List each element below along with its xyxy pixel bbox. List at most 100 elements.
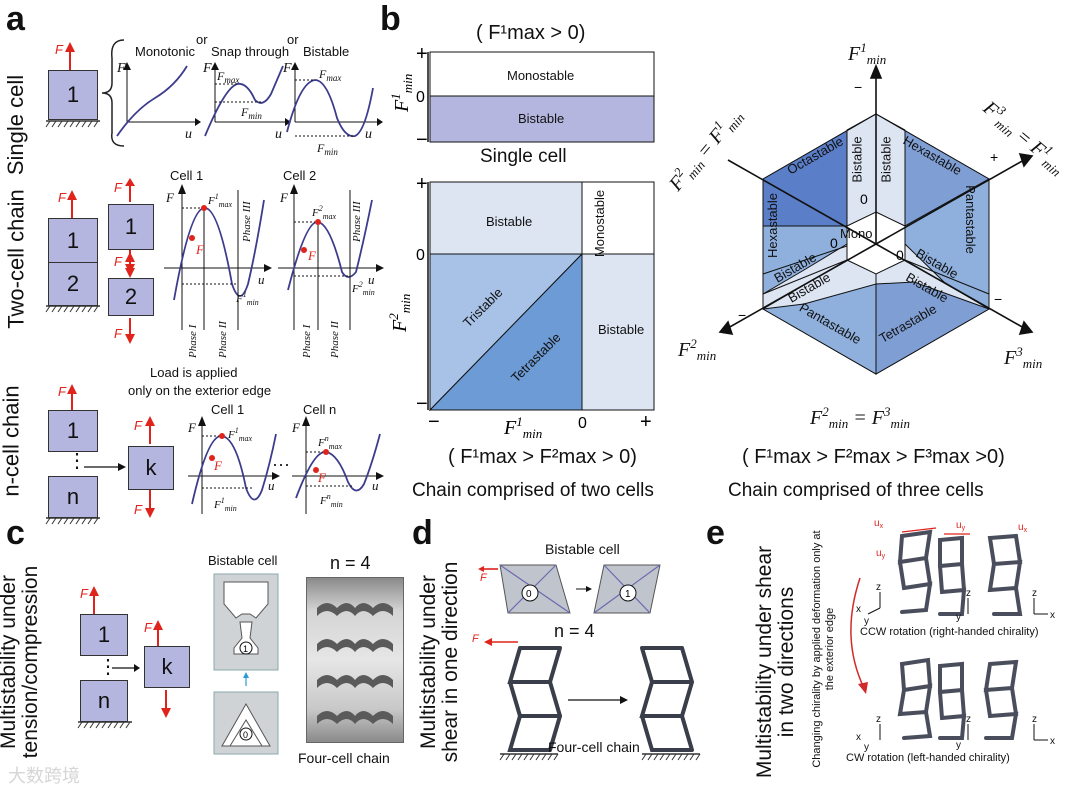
svg-text:ux: ux xyxy=(874,518,884,530)
n-celln-title: Cell n xyxy=(303,402,337,417)
svg-text:x: x xyxy=(856,732,861,743)
c-cell-n: n xyxy=(80,680,128,722)
svg-text:F: F xyxy=(187,420,197,435)
svg-text:Phase II: Phase II xyxy=(217,320,229,359)
svg-text:0: 0 xyxy=(416,247,425,264)
svg-text:−: − xyxy=(738,307,746,323)
svg-text:F1min: F1min xyxy=(235,290,259,307)
svg-text:Phase I: Phase I xyxy=(187,323,199,359)
svg-text:u: u xyxy=(368,272,375,287)
svg-text:F: F xyxy=(134,502,143,517)
svg-text:F3min: F3min xyxy=(1003,344,1042,371)
svg-text:0: 0 xyxy=(243,730,248,740)
three-cell-hexagon: − + − − 0 0 0 F1min F3min F2min F2min = … xyxy=(662,40,1071,431)
three-mono: Mono xyxy=(840,226,873,241)
svg-text:+: + xyxy=(990,149,998,165)
svg-text:F: F xyxy=(80,586,89,601)
svg-text:−: − xyxy=(854,79,862,95)
n-ellipsis: ··· xyxy=(272,454,290,474)
c-ground xyxy=(77,721,132,729)
c-arrow-right xyxy=(112,664,140,672)
svg-text:F: F xyxy=(58,190,67,205)
svg-text:F: F xyxy=(480,572,488,584)
svg-text:z: z xyxy=(1032,714,1037,725)
svg-text:x: x xyxy=(1050,736,1055,747)
svg-text:z: z xyxy=(1032,588,1037,599)
c-bistable-title: Bistable cell xyxy=(208,553,278,568)
svg-text:0: 0 xyxy=(830,235,838,251)
svg-text:0: 0 xyxy=(526,589,532,600)
svg-text:u: u xyxy=(268,478,275,493)
svg-text:u: u xyxy=(258,272,265,287)
svg-text:F1max: F1max xyxy=(207,192,233,209)
svg-text:z: z xyxy=(966,714,971,725)
svg-text:Fmin: Fmin xyxy=(316,141,338,157)
svg-text:Phase I: Phase I xyxy=(301,323,313,359)
two-bistable-right: Bistable xyxy=(598,322,645,337)
panel-d-side: Multistability under shear in one direct… xyxy=(417,561,462,763)
c-four-cell: Four-cell chain xyxy=(298,750,390,766)
svg-text:Fmax: Fmax xyxy=(318,67,341,83)
load-note-2: only on the exterior edge xyxy=(128,383,272,398)
panel-a-label: a xyxy=(6,0,25,38)
svg-text:u: u xyxy=(185,127,192,142)
single-cell-arrow: F xyxy=(55,42,75,70)
svg-text:F: F xyxy=(58,384,67,399)
brace xyxy=(101,39,125,147)
label-or-1: or xyxy=(196,32,208,47)
n-chain-arrow: F xyxy=(58,384,77,412)
cell2-title: Cell 2 xyxy=(283,168,317,183)
panel-c-label: c xyxy=(6,514,25,552)
svg-text:F2min: F2min xyxy=(677,336,716,363)
svg-text:F: F xyxy=(282,61,292,76)
e-cw: CW rotation (left-handed chirality) xyxy=(846,752,1010,764)
d-n4: n = 4 xyxy=(554,621,595,641)
svg-text:uy: uy xyxy=(956,520,966,532)
svg-text:y: y xyxy=(864,616,869,627)
single-cell-plots: Fu Fu Fmax Fmin Fu Fmax Fmin xyxy=(116,61,383,157)
c-cell-1: 1 xyxy=(80,614,128,656)
n-chain-cell-n: n xyxy=(48,476,98,518)
exploded-arrows: F F F xyxy=(114,178,135,344)
ground-hatch-3 xyxy=(45,517,100,525)
svg-text:F: F xyxy=(114,180,123,195)
svg-text:Fnmin: Fnmin xyxy=(319,492,343,509)
svg-text:F2min = F1min: F2min = F1min xyxy=(662,103,748,198)
svg-text:F1min: F1min xyxy=(213,496,237,513)
svg-text:Phase III: Phase III xyxy=(351,200,363,243)
svg-text:x: x xyxy=(856,604,861,615)
two-cell-map: + 0 − − 0 + F2min F1min xyxy=(386,173,655,441)
svg-text:0: 0 xyxy=(860,191,868,207)
c-dots: ⋮ xyxy=(98,656,118,678)
d-four-cell-chain: F xyxy=(472,633,701,761)
two-caption: Chain comprised of two cells xyxy=(412,480,654,501)
svg-text:F1min: F1min xyxy=(388,74,415,113)
svg-text:0: 0 xyxy=(896,247,904,263)
ground-hatch-2 xyxy=(45,305,100,313)
two-cell-plots: Fu F F1max F1min Phase I Phase II Phase … xyxy=(164,184,384,359)
two-cell-top: 1 xyxy=(48,218,98,264)
row-label-single: Single cell xyxy=(3,74,29,176)
svg-text:F: F xyxy=(144,620,153,635)
svg-text:F: F xyxy=(195,242,205,257)
n-chain-arrow-right xyxy=(84,463,126,471)
svg-text:1: 1 xyxy=(243,644,248,654)
watermark: 大数跨境 xyxy=(8,766,80,786)
svg-text:F: F xyxy=(317,470,327,485)
svg-text:−: − xyxy=(416,393,428,415)
single-cell-map: + 0 − F1min xyxy=(388,43,655,151)
three-pentastable-right: Pantastable xyxy=(962,185,978,254)
svg-text:y: y xyxy=(956,612,961,623)
svg-text:uy: uy xyxy=(876,548,886,560)
two-cell-arrow: F xyxy=(58,190,77,220)
svg-text:F: F xyxy=(165,190,175,205)
e-chains: ux uy uy ux z x y z y z x z xy z y z x xyxy=(850,518,1055,753)
two-cell-bottom: 2 xyxy=(48,262,98,306)
c-n4: n = 4 xyxy=(330,553,371,573)
two-monostable: Monostable xyxy=(592,189,608,258)
svg-text:F: F xyxy=(116,61,126,76)
label-or-2: or xyxy=(287,32,299,47)
svg-text:F: F xyxy=(114,326,123,341)
svg-text:y: y xyxy=(956,740,961,751)
d-bistable-cells: 0 1 F xyxy=(478,564,661,614)
